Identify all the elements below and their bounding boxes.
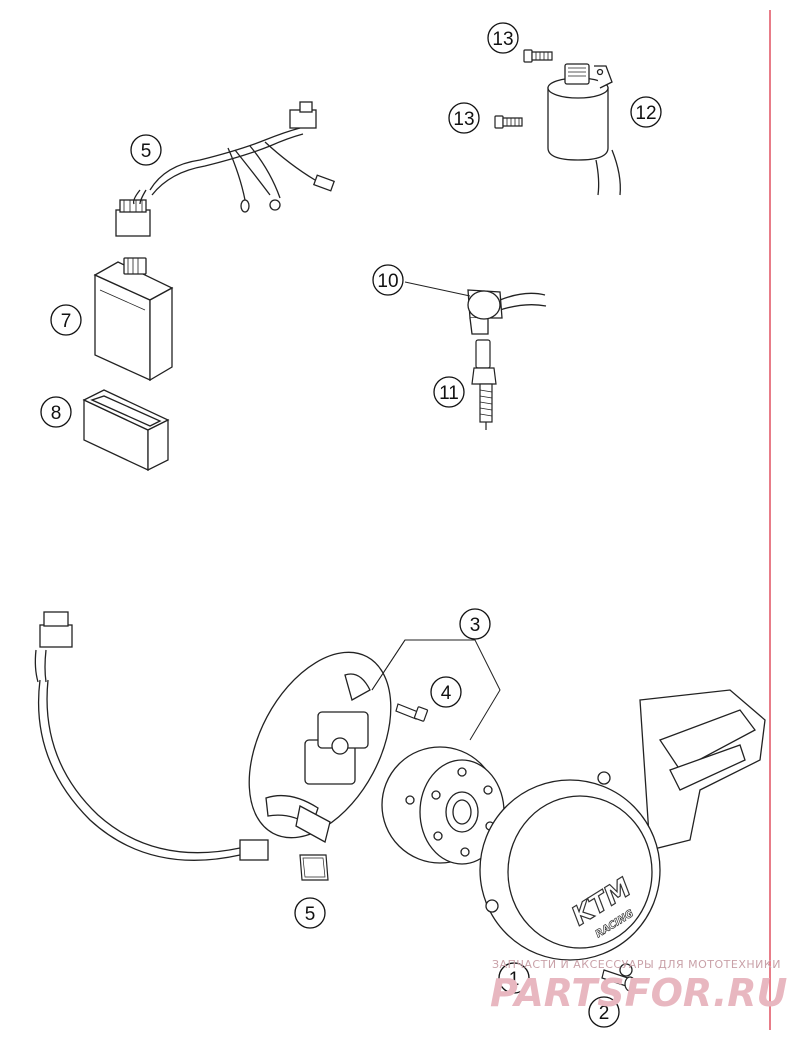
bolt-4 bbox=[395, 703, 429, 722]
callout-10: 10 bbox=[372, 264, 404, 296]
callout-3: 3 bbox=[459, 608, 491, 640]
callout-label: 13 bbox=[492, 29, 513, 50]
spark-plug-11 bbox=[471, 339, 497, 430]
bolt-13-lower bbox=[494, 115, 523, 129]
cdi-unit-8 bbox=[93, 257, 174, 382]
wiring-harness-7 bbox=[115, 101, 336, 237]
callout-7: 5 bbox=[130, 134, 162, 166]
ignition-coil-12 bbox=[547, 63, 621, 196]
callout-13a: 13 bbox=[487, 22, 519, 54]
screw-2 bbox=[601, 969, 636, 992]
callout-4: 4 bbox=[430, 676, 462, 708]
leader-lines bbox=[371, 281, 501, 741]
callout-label: 13 bbox=[453, 109, 474, 130]
stator-plate bbox=[248, 651, 392, 843]
flywheel-rotor-3 bbox=[381, 746, 505, 865]
callout-8: 7 bbox=[50, 304, 82, 336]
insulator-5 bbox=[299, 854, 329, 881]
callout-label: 10 bbox=[377, 271, 398, 292]
callout-5: 5 bbox=[294, 897, 326, 929]
callout-label: 7 bbox=[61, 311, 72, 332]
spark-plug-cap-10 bbox=[467, 289, 547, 335]
stator-cable bbox=[34, 611, 269, 861]
watermark-tagline: ЗАПЧАСТИ И АКСЕССУАРЫ ДЛЯ МОТОТЕХНИКИ bbox=[492, 958, 781, 971]
callout-13b: 13 bbox=[448, 102, 480, 134]
ignition-cover-1 bbox=[479, 689, 766, 977]
callout-label: 12 bbox=[635, 103, 656, 124]
callout-11: 11 bbox=[433, 376, 465, 408]
callout-9: 8 bbox=[40, 396, 72, 428]
callout-label: 2 bbox=[599, 1003, 610, 1024]
callout-12: 12 bbox=[630, 96, 662, 128]
bolt-13-upper bbox=[523, 49, 553, 63]
callout-label: 11 bbox=[439, 383, 459, 404]
callout-label: 4 bbox=[441, 683, 452, 704]
callout-1: 1 bbox=[498, 962, 530, 994]
callout-label: 5 bbox=[141, 141, 152, 162]
callout-label: 1 bbox=[509, 969, 520, 990]
callout-label-5: 5 bbox=[305, 904, 316, 925]
callout-label: 8 bbox=[51, 403, 62, 424]
watermark-site: PARTSFOR.RU bbox=[490, 971, 788, 1015]
callout-2: 2 bbox=[588, 996, 620, 1028]
cdi-holder-9 bbox=[82, 389, 170, 472]
callout-label: 3 bbox=[470, 615, 481, 636]
